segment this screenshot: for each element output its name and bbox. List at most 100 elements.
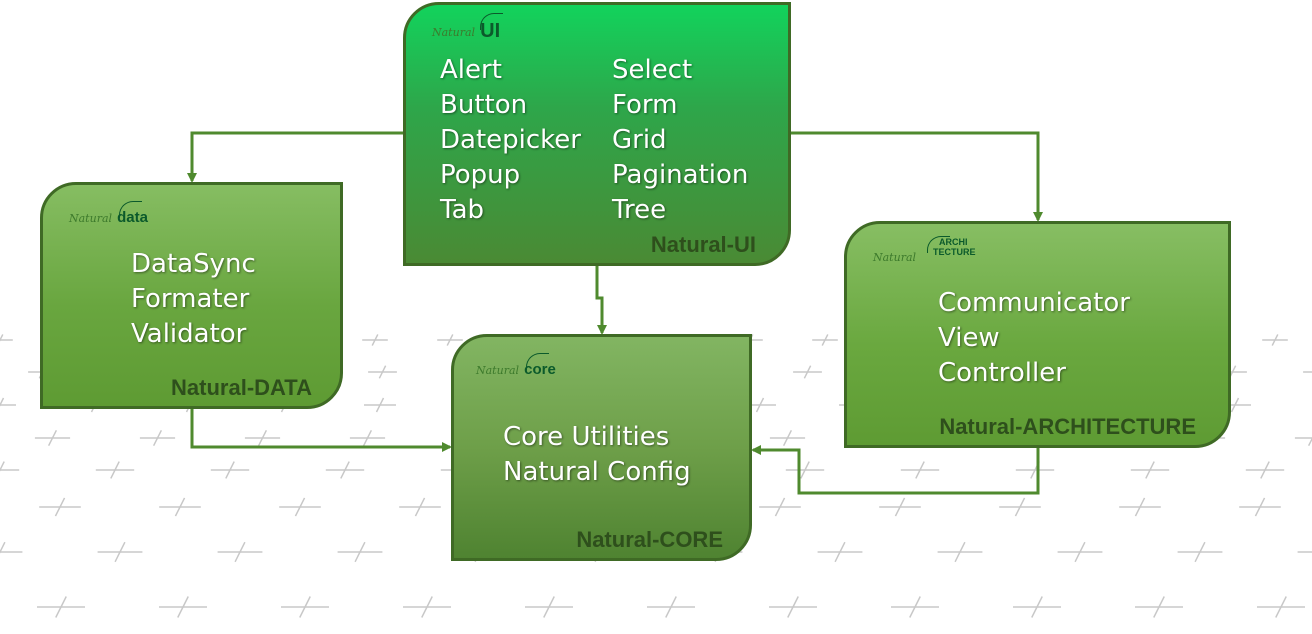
natural-data-logo: Natural data bbox=[69, 201, 148, 226]
grid-cross-mark bbox=[900, 461, 940, 479]
grid-cross-mark bbox=[362, 334, 388, 346]
grid-cross-mark bbox=[1135, 596, 1183, 618]
grid-cross-mark bbox=[937, 541, 983, 563]
module-name-architecture: Natural-ARCHITECTURE bbox=[939, 414, 1196, 439]
grid-cross-mark bbox=[759, 497, 801, 517]
data-item: DataSync bbox=[131, 249, 256, 279]
ui-component-item: Tab bbox=[440, 195, 485, 225]
grid-cross-mark bbox=[437, 334, 463, 346]
grid-cross-mark bbox=[159, 497, 201, 517]
grid-cross-mark bbox=[879, 497, 921, 517]
ui-component-item: Grid bbox=[612, 125, 667, 155]
natural-ui-logo: Natural UI bbox=[432, 13, 503, 42]
logo-word: UI bbox=[480, 20, 501, 42]
grid-cross-mark bbox=[1297, 551, 1312, 553]
grid-cross-mark bbox=[34, 429, 71, 447]
logo-word-line1: ARCHI bbox=[939, 237, 968, 247]
grid-cross-mark bbox=[1057, 541, 1103, 563]
logo-script-text: Natural bbox=[476, 364, 520, 377]
grid-cross-mark bbox=[785, 461, 825, 479]
logo-ring-icon bbox=[526, 353, 549, 370]
grid-cross-mark bbox=[244, 429, 281, 447]
grid-cross-mark bbox=[0, 461, 20, 472]
natural-architecture-logo: Natural ARCHI TECTURE bbox=[873, 236, 993, 266]
grid-cross-mark bbox=[279, 497, 321, 517]
logo-script-text: Natural bbox=[69, 212, 113, 225]
grid-cross-mark bbox=[95, 461, 135, 479]
ui-component-item: Popup bbox=[440, 160, 521, 190]
grid-cross-mark bbox=[159, 596, 207, 618]
grid-cross-mark bbox=[325, 461, 365, 479]
grid-cross-mark bbox=[1015, 461, 1055, 479]
grid-cross-mark bbox=[793, 365, 822, 379]
grid-cross-mark bbox=[1303, 371, 1312, 373]
core-item: Core Utilities bbox=[503, 422, 670, 452]
grid-cross-mark bbox=[403, 596, 451, 618]
grid-cross-mark bbox=[0, 541, 23, 554]
grid-cross-mark bbox=[139, 429, 176, 447]
grid-cross-mark bbox=[281, 596, 329, 618]
data-item: Validator bbox=[131, 319, 247, 349]
module-name-ui: Natural-UI bbox=[650, 232, 756, 257]
grid-cross-mark bbox=[817, 541, 863, 563]
architecture-item: Communicator bbox=[938, 288, 1130, 318]
grid-cross-mark bbox=[1245, 461, 1285, 479]
grid-cross-mark bbox=[399, 497, 441, 517]
grid-cross-mark bbox=[769, 596, 817, 618]
logo-ring-icon bbox=[480, 13, 503, 30]
grid-cross-mark bbox=[97, 541, 143, 563]
logo-ring-icon bbox=[927, 236, 950, 253]
grid-cross-mark bbox=[337, 541, 383, 563]
logo-ring-icon bbox=[119, 201, 142, 218]
grid-cross-mark bbox=[39, 497, 81, 517]
grid-cross-mark bbox=[0, 397, 16, 407]
grid-cross-mark bbox=[210, 461, 250, 479]
architecture-item: View bbox=[938, 323, 1000, 353]
grid-cross-mark bbox=[217, 541, 263, 563]
grid-cross-mark bbox=[999, 497, 1041, 517]
architecture-item: Controller bbox=[938, 358, 1066, 388]
grid-cross-mark bbox=[525, 596, 573, 618]
ui-component-item: Button bbox=[440, 90, 528, 120]
ui-component-item: Form bbox=[612, 90, 678, 120]
grid-cross-mark bbox=[349, 429, 386, 447]
logo-script-text: Natural bbox=[873, 251, 917, 264]
grid-cross-mark bbox=[0, 334, 13, 342]
ui-component-item: Tree bbox=[612, 195, 667, 225]
grid-cross-mark bbox=[1013, 596, 1061, 618]
grid-cross-mark bbox=[891, 596, 939, 618]
natural-core-logo: Natural core bbox=[476, 353, 556, 378]
grid-cross-mark bbox=[1130, 461, 1170, 479]
core-item: Natural Config bbox=[503, 457, 691, 487]
grid-cross-mark bbox=[1177, 541, 1223, 563]
grid-cross-mark bbox=[1239, 497, 1281, 517]
grid-cross-mark bbox=[1262, 334, 1288, 346]
grid-cross-mark bbox=[647, 596, 695, 618]
grid-cross-mark bbox=[364, 397, 396, 413]
grid-cross-mark bbox=[1257, 596, 1305, 618]
grid-cross-mark bbox=[1294, 437, 1312, 447]
module-name-core: Natural-CORE bbox=[576, 527, 723, 552]
logo-script-text: Natural bbox=[432, 26, 476, 39]
grid-cross-mark bbox=[812, 334, 838, 346]
grid-cross-mark bbox=[37, 596, 85, 618]
module-name-data: Natural-DATA bbox=[171, 375, 312, 400]
ui-component-item: Select bbox=[612, 55, 693, 85]
logo-word-line2: TECTURE bbox=[933, 247, 976, 257]
ui-component-item: Pagination bbox=[612, 160, 749, 190]
ui-component-item: Datepicker bbox=[440, 125, 581, 155]
grid-cross-mark bbox=[368, 365, 397, 379]
grid-cross-mark bbox=[769, 429, 806, 447]
ui-component-item: Alert bbox=[440, 55, 502, 85]
data-item: Formater bbox=[131, 284, 250, 314]
grid-cross-mark bbox=[1119, 497, 1161, 517]
